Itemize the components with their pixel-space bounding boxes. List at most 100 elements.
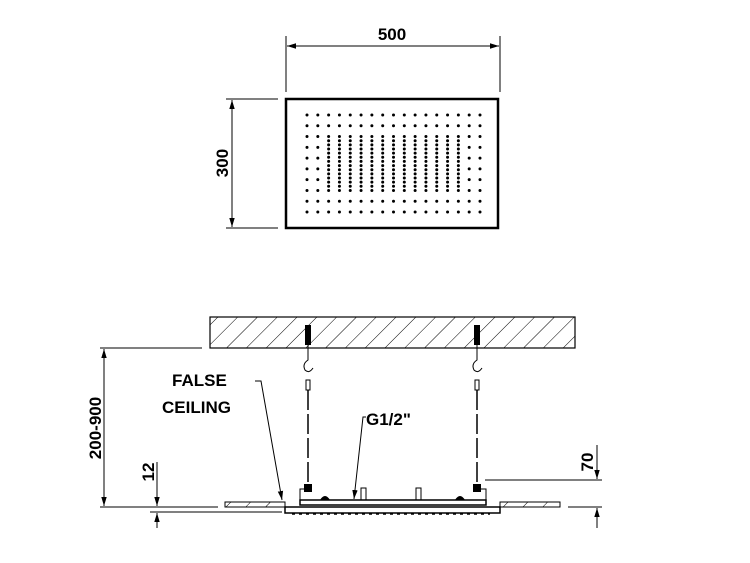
nozzle-dot — [456, 147, 460, 151]
nozzle-dot — [392, 184, 395, 188]
nozzle-dot — [467, 188, 471, 192]
nozzle-dot — [370, 188, 374, 192]
nozzle-dot — [424, 159, 428, 163]
nozzle-dot — [348, 159, 352, 163]
nozzle-dot — [316, 145, 320, 149]
nozzle-dot — [424, 199, 428, 203]
nozzle-dot — [413, 210, 417, 214]
nozzle-dot — [392, 199, 395, 203]
nozzle-dot — [413, 151, 417, 155]
nozzle-dot — [381, 151, 385, 155]
nozzle-dot — [381, 188, 385, 192]
nozzle-dot — [435, 188, 439, 192]
nozzle-dot — [478, 145, 482, 149]
nozzle-dot — [446, 143, 450, 147]
nozzle-dot — [413, 199, 417, 203]
nozzle-dot — [446, 164, 450, 168]
nozzle-dot — [359, 180, 363, 184]
nozzle-dot — [478, 167, 482, 171]
nozzle-dot — [370, 159, 374, 163]
nozzle-dot — [456, 210, 460, 214]
nozzle-dot — [456, 180, 460, 184]
nozzle-dot — [348, 180, 352, 184]
nozzle-dot — [381, 155, 385, 159]
nozzle-dot — [348, 124, 352, 128]
nozzle-dot — [402, 168, 406, 172]
nozzle-dot — [316, 135, 320, 139]
nozzle-dot — [402, 151, 406, 155]
nozzle-dot — [424, 210, 428, 214]
nozzle-dot — [327, 176, 331, 180]
nozzle-dot — [327, 184, 331, 188]
nozzle-dot — [435, 139, 439, 143]
nozzle-dot — [392, 168, 395, 172]
nozzle-dot — [381, 135, 385, 139]
nozzle-dot — [370, 199, 374, 203]
nozzle-dot — [348, 135, 352, 139]
nozzle-dot — [370, 151, 374, 155]
width-dimension-label: 500 — [378, 25, 406, 44]
nozzle-dot — [413, 159, 417, 163]
nozzle-dot — [402, 188, 406, 192]
nozzle-dot — [478, 199, 482, 203]
nozzle-dot — [435, 135, 439, 139]
nozzle-dot — [446, 210, 450, 214]
nozzle-dot — [435, 151, 439, 155]
nozzle-dot — [370, 180, 374, 184]
nozzle-dot — [413, 176, 417, 180]
nozzle-dot — [348, 168, 352, 172]
nozzle-dot — [446, 199, 450, 203]
nozzle-dot — [370, 113, 374, 117]
nozzle-dot — [327, 139, 331, 143]
nozzle-dot — [337, 210, 341, 214]
nozzle-dot — [456, 164, 460, 168]
nozzle-dot — [392, 113, 395, 117]
nozzle-dot — [337, 124, 341, 128]
nozzle-dot — [370, 210, 374, 214]
nozzle-dot — [478, 210, 482, 214]
nozzle-dot — [337, 151, 341, 155]
nozzle-dot — [435, 168, 439, 172]
nozzle-dot — [435, 113, 439, 117]
nozzle-dot — [316, 113, 320, 117]
nozzle-dot — [348, 143, 352, 147]
nozzle-dot — [435, 172, 439, 176]
nozzle-dot — [456, 168, 460, 172]
nozzle-dot — [348, 164, 352, 168]
nozzle-dot — [402, 172, 406, 176]
nozzle-dot — [402, 155, 406, 159]
nozzle-dot — [467, 113, 471, 117]
nozzle-dot — [456, 139, 460, 143]
nozzle-dot — [424, 113, 428, 117]
nozzle-dot — [446, 155, 450, 159]
nozzle-dot — [316, 124, 320, 128]
inlet-pin — [360, 487, 367, 501]
nozzle-dot — [381, 210, 385, 214]
nozzle-dot — [348, 113, 352, 117]
nozzle-dot — [467, 210, 471, 214]
nozzle-dot — [392, 172, 395, 176]
nozzle-dot — [456, 151, 460, 155]
nozzle-dot — [305, 145, 309, 149]
nozzle-dot — [435, 159, 439, 163]
nozzle-dot — [402, 184, 406, 188]
nozzle-dot — [446, 188, 450, 192]
nozzle-dot — [337, 164, 341, 168]
nozzle-dot — [348, 139, 352, 143]
nozzle-dot — [359, 184, 363, 188]
nozzle-dot — [305, 156, 309, 160]
nozzle-dot — [337, 176, 341, 180]
nozzle-dot — [446, 159, 450, 163]
nozzle-dot — [370, 155, 374, 159]
nozzle-dot — [327, 135, 331, 139]
nozzle-dot — [413, 135, 417, 139]
nozzle-dot — [305, 210, 309, 214]
nozzle-dot — [392, 147, 395, 151]
nozzle-dot — [381, 184, 385, 188]
nozzle-dot — [316, 178, 320, 182]
nozzle-dot — [435, 155, 439, 159]
nozzle-dot — [348, 151, 352, 155]
nozzle-dot — [359, 143, 363, 147]
nozzle-dot — [456, 199, 460, 203]
